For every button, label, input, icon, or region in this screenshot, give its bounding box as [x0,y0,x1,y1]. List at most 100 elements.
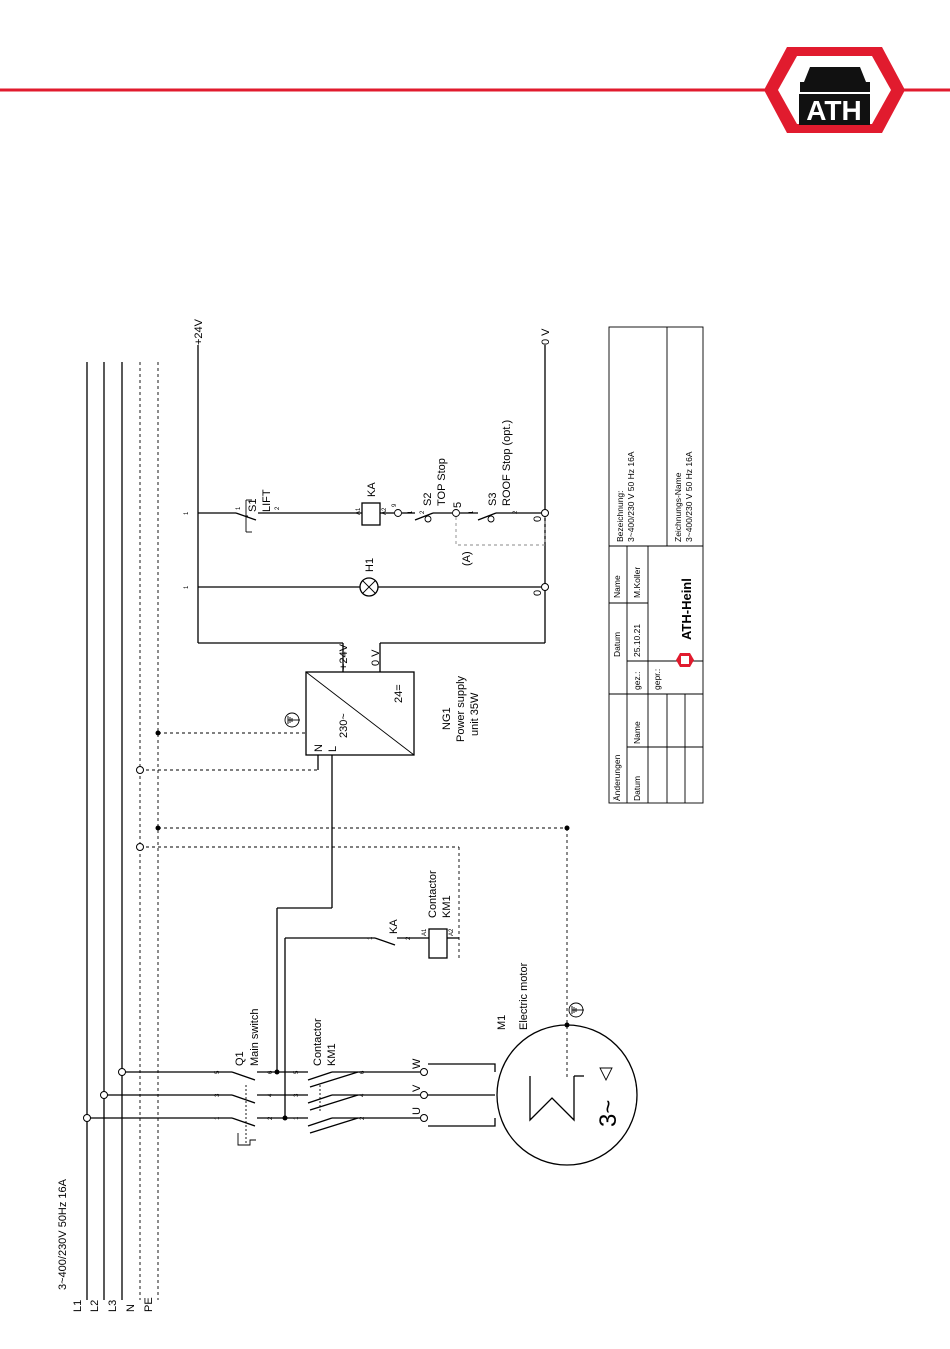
motor-name: Electric motor [518,962,530,1030]
km1-coil-name: Contactor [427,870,439,918]
line-label-pe: PE [143,1297,155,1312]
s2-node: 5 [452,502,464,508]
km1-control-circuit [276,907,459,1118]
ka-contact-t1: 1 [368,936,374,940]
q1-t3: 3 [215,1093,221,1097]
ng1-l: L [327,746,339,752]
tb-bez-value: 3~400/230 V 50 Hz 16A [626,451,636,542]
ng1-desc2: unit 35W [469,692,481,736]
supply-label: 3~400/230V 50Hz 16A [57,1178,69,1290]
s1-id: S1 [247,499,259,512]
km1-t6: 6 [360,1070,366,1074]
ng1-zero: 0 V [370,649,382,666]
m1-motor [496,1022,638,1166]
ng1-ground-icon [284,712,300,728]
tb-zn-value: 3~400/230 V 50 Hz 16A [684,451,694,542]
tb-name-right: Name [612,575,622,598]
line-label-n: N [125,1304,137,1312]
tb-author: M.Koller [632,567,642,598]
s3-t2: 2 [513,510,519,514]
km1-coil-a2: A2 [449,928,455,936]
rail-zero-label: 0 V [540,328,552,345]
q1-t1: 1 [215,1116,221,1120]
tb-name-left: Name [632,721,642,744]
ng1-ac: 230~ [338,713,350,738]
q1-t2: 2 [268,1116,274,1120]
motor-v: V [411,1084,423,1092]
tb-date: 25.10.21 [632,624,642,657]
s2-name: TOP Stop [436,458,448,506]
h1-id: H1 [364,558,376,572]
line-label-l1: L1 [72,1300,84,1312]
km1-coil-id: KM1 [441,895,453,918]
s1-t2: 2 [275,506,281,510]
km1-t2: 2 [360,1116,366,1120]
control-rails [197,345,546,672]
m1-ground-icon [568,1002,584,1018]
line-label-l2: L2 [89,1300,101,1312]
h1-zero: 0 [532,590,544,596]
q1-id: Q1 [234,1051,246,1066]
motor-w: W [411,1058,423,1069]
tb-company-logo [676,653,694,667]
km1-t4: 4 [360,1093,366,1097]
pe-n-taps [136,730,570,1080]
ka-contact-t2: 2 [406,936,412,940]
s2-id: S2 [422,493,434,506]
h1-lead-label: 1 [184,585,190,589]
q1-t4: 4 [268,1093,274,1097]
ng1-id: NG1 [441,707,453,730]
motor-id: M1 [496,1015,508,1030]
q1-t5: 5 [215,1070,221,1074]
q1-name: Main switch [249,1009,261,1066]
s3-opt-label: (A) [461,551,473,566]
line-label-l3: L3 [107,1300,119,1312]
km1-coil-a1: A1 [422,928,428,936]
s3-id: S3 [487,493,499,506]
ka-coil-a2: A2 [382,507,388,515]
motor-phase-symbol: 3~ [595,1100,622,1127]
s2-t1: 1 [408,510,414,514]
logo-text: ATH [806,95,861,126]
s1-lead-label: 1 [184,511,190,515]
km1-t1: 1 [294,1116,300,1120]
ka-coil-id: KA [366,482,378,497]
ka-coil-symbol [361,502,381,526]
ng1-power-supply [305,671,415,908]
ka-coil-node: 9 [392,503,398,507]
ng1-desc1: Power supply [455,675,467,742]
lift-circuit [198,499,549,546]
rail-plus-label: +24V [193,318,205,345]
q1-t6: 6 [268,1070,274,1074]
tb-gez: gez.: [632,672,642,690]
h1-lamp-circuit [198,577,549,597]
power-circuit [83,1063,496,1146]
tb-datum-right: Datum [612,632,622,657]
km1-id: KM1 [326,1043,338,1066]
tb-datum-left: Datum [632,776,642,801]
tb-bez-label: Bezeichnung: [615,490,625,542]
title-block [608,326,704,804]
s1-name: LIFT [261,489,273,512]
tb-gepr: gepr.: [652,669,662,690]
ng1-n: N [313,744,325,752]
motor-u: U [411,1107,423,1115]
s3-name: ROOF Stop (opt.) [501,420,513,506]
s3-zero: 0 [532,516,544,522]
s1-t1: 1 [236,506,242,510]
ng1-dc: 24= [393,684,405,703]
tb-aenderungen: Änderungen [612,754,622,801]
km1-t3: 3 [294,1093,300,1097]
tb-company: ATH-Heinl [679,578,694,640]
km1-t5: 5 [294,1070,300,1074]
ka-coil-a1: A1 [356,507,362,515]
tb-zn-label: Zeichnungs-Name [673,472,683,542]
km1-coil-symbol [428,928,448,959]
km1-name: Contactor [312,1018,324,1066]
ng1-plus: +24V [338,643,350,670]
ka-contact-id: KA [388,919,400,934]
supply-conductors [86,362,159,1300]
s2-t2: 2 [420,510,426,514]
